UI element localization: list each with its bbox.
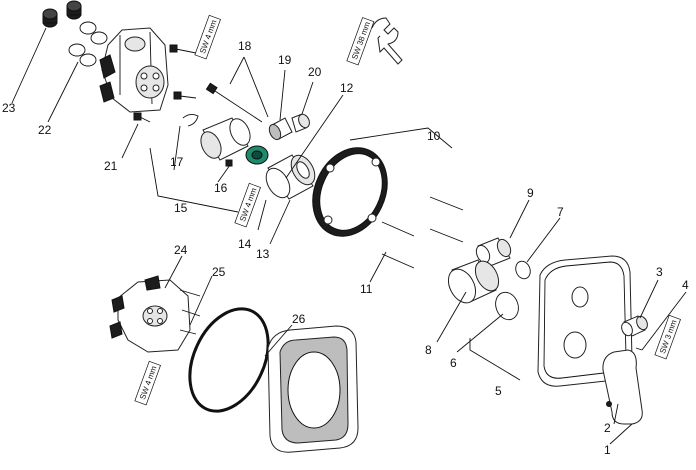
callout-23: 23	[2, 101, 16, 115]
part-10-round-plate	[312, 147, 388, 237]
part-20-cap	[291, 113, 310, 133]
part-11-screws	[381, 196, 464, 269]
part-15-cartridge	[200, 117, 251, 167]
callout-8: 8	[425, 343, 432, 357]
part-valve-body	[99, 27, 169, 113]
callout-12: 12	[340, 81, 354, 95]
part-6-ring	[495, 291, 519, 321]
part-13-sleeve	[265, 154, 316, 200]
callout-11: 11	[360, 282, 373, 296]
part-2-lever-handle	[602, 349, 643, 425]
callout-1: 1	[604, 443, 611, 457]
callout-26: 26	[292, 312, 306, 326]
callout-22: 22	[38, 123, 52, 137]
part-highlighted-nut	[245, 145, 269, 165]
callout-7: 7	[557, 205, 564, 219]
part-9-cylinder	[475, 237, 512, 267]
callout-20: 20	[308, 65, 322, 79]
callout-16: 16	[214, 181, 228, 195]
part-23-end-caps	[42, 0, 82, 28]
callout-9: 9	[527, 186, 534, 200]
part-24-rough-body	[109, 275, 201, 353]
part-3-small-cap	[621, 315, 648, 337]
callout-17: 17	[170, 155, 184, 169]
part-screws-top	[133, 44, 197, 123]
callout-18: 18	[238, 39, 252, 53]
wrench-icon	[371, 17, 403, 65]
callout-13: 13	[256, 247, 270, 261]
callout-2: 2	[604, 421, 611, 435]
callout-3: 3	[656, 265, 663, 279]
part-8-knob	[447, 259, 500, 304]
tool-size-labels: SW 4 mm SW 38 mm SW 4 mm SW 4 mm SW 3 mm	[134, 14, 681, 406]
part-7-ring	[515, 260, 531, 280]
callout-4: 4	[682, 278, 689, 292]
part-4-small-part	[635, 347, 643, 351]
callout-21: 21	[104, 159, 118, 173]
part-26-mounting-frame	[267, 325, 359, 453]
part-19-valve	[268, 117, 293, 141]
callout-14: 14	[238, 237, 252, 251]
callout-24: 24	[174, 243, 188, 257]
callout-5: 5	[495, 384, 502, 398]
callout-6: 6	[450, 356, 457, 370]
part-22-o-rings	[68, 21, 108, 67]
callout-15: 15	[174, 201, 188, 215]
part-26-large-seal	[188, 307, 270, 413]
leader-lines	[11, 27, 687, 445]
callout-25: 25	[212, 265, 226, 279]
callout-19: 19	[278, 53, 292, 67]
part-17-clip	[182, 113, 199, 127]
callout-labels: 1 2 3 4 5 6 7 8 9 10 11 12 13 14 15 16 1…	[2, 39, 689, 457]
callout-10: 10	[427, 129, 441, 143]
part-18-spindle	[205, 82, 263, 123]
